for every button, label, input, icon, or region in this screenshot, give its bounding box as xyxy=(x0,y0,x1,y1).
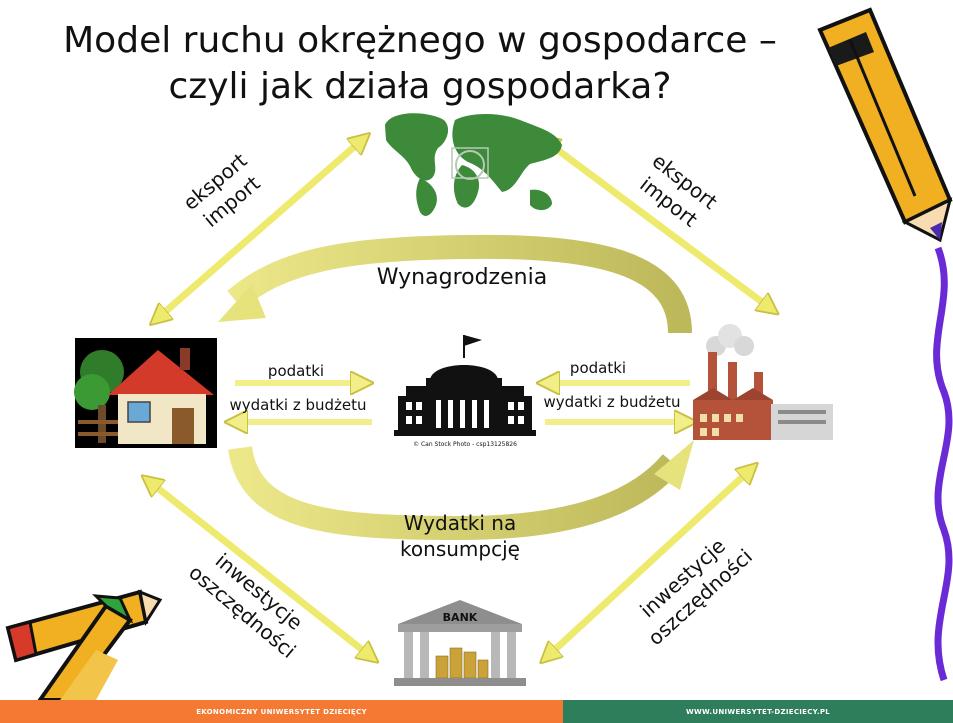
circular-flow-diagram: © Can Stock Photo - csp13125826 xyxy=(5,7,953,700)
factory-icon xyxy=(693,324,833,440)
arrow-house-world xyxy=(158,140,362,318)
consumption-curve-head xyxy=(654,440,694,490)
arrow-bank-factory xyxy=(548,470,750,656)
wages-curve xyxy=(227,234,692,334)
squiggle-line-icon xyxy=(933,246,953,682)
label-budget-left: wydatki z budżetu xyxy=(229,396,366,414)
label-budget-right: wydatki z budżetu xyxy=(543,393,680,411)
world-map-icon xyxy=(385,113,562,216)
label-tax-right: podatki xyxy=(570,359,626,377)
label-consumption-line1: Wydatki na xyxy=(404,511,516,535)
house-icon xyxy=(74,338,217,448)
wages-curve-head xyxy=(218,284,266,322)
pencil-icon xyxy=(817,7,953,243)
crossed-pencils-icon xyxy=(5,589,163,700)
footer-right[interactable]: WWW.UNIWERSYTET-DZIECIECY.PL xyxy=(563,700,953,723)
title-line-2: czyli jak działa gospodarka? xyxy=(168,66,672,107)
label-wages: Wynagrodzenia xyxy=(377,265,547,290)
government-building-icon: © Can Stock Photo - csp13125826 xyxy=(394,335,536,448)
slide-title: Model ruchu okrężnego w gospodarce – czy… xyxy=(60,18,780,110)
bank-sign: BANK xyxy=(443,611,478,624)
government-caption: © Can Stock Photo - csp13125826 xyxy=(413,441,517,448)
footer-left: EKONOMICZNY UNIWERSYTET DZIECIĘCY xyxy=(0,700,563,723)
bank-icon: BANK xyxy=(394,600,526,686)
title-line-1: Model ruchu okrężnego w gospodarce – xyxy=(63,20,777,61)
arrow-world-factory xyxy=(547,142,770,308)
label-consumption-line2: konsumpcję xyxy=(400,537,520,561)
arrow-house-bank xyxy=(150,482,370,656)
consumption-curve xyxy=(228,445,682,541)
label-tax-left: podatki xyxy=(268,362,324,380)
